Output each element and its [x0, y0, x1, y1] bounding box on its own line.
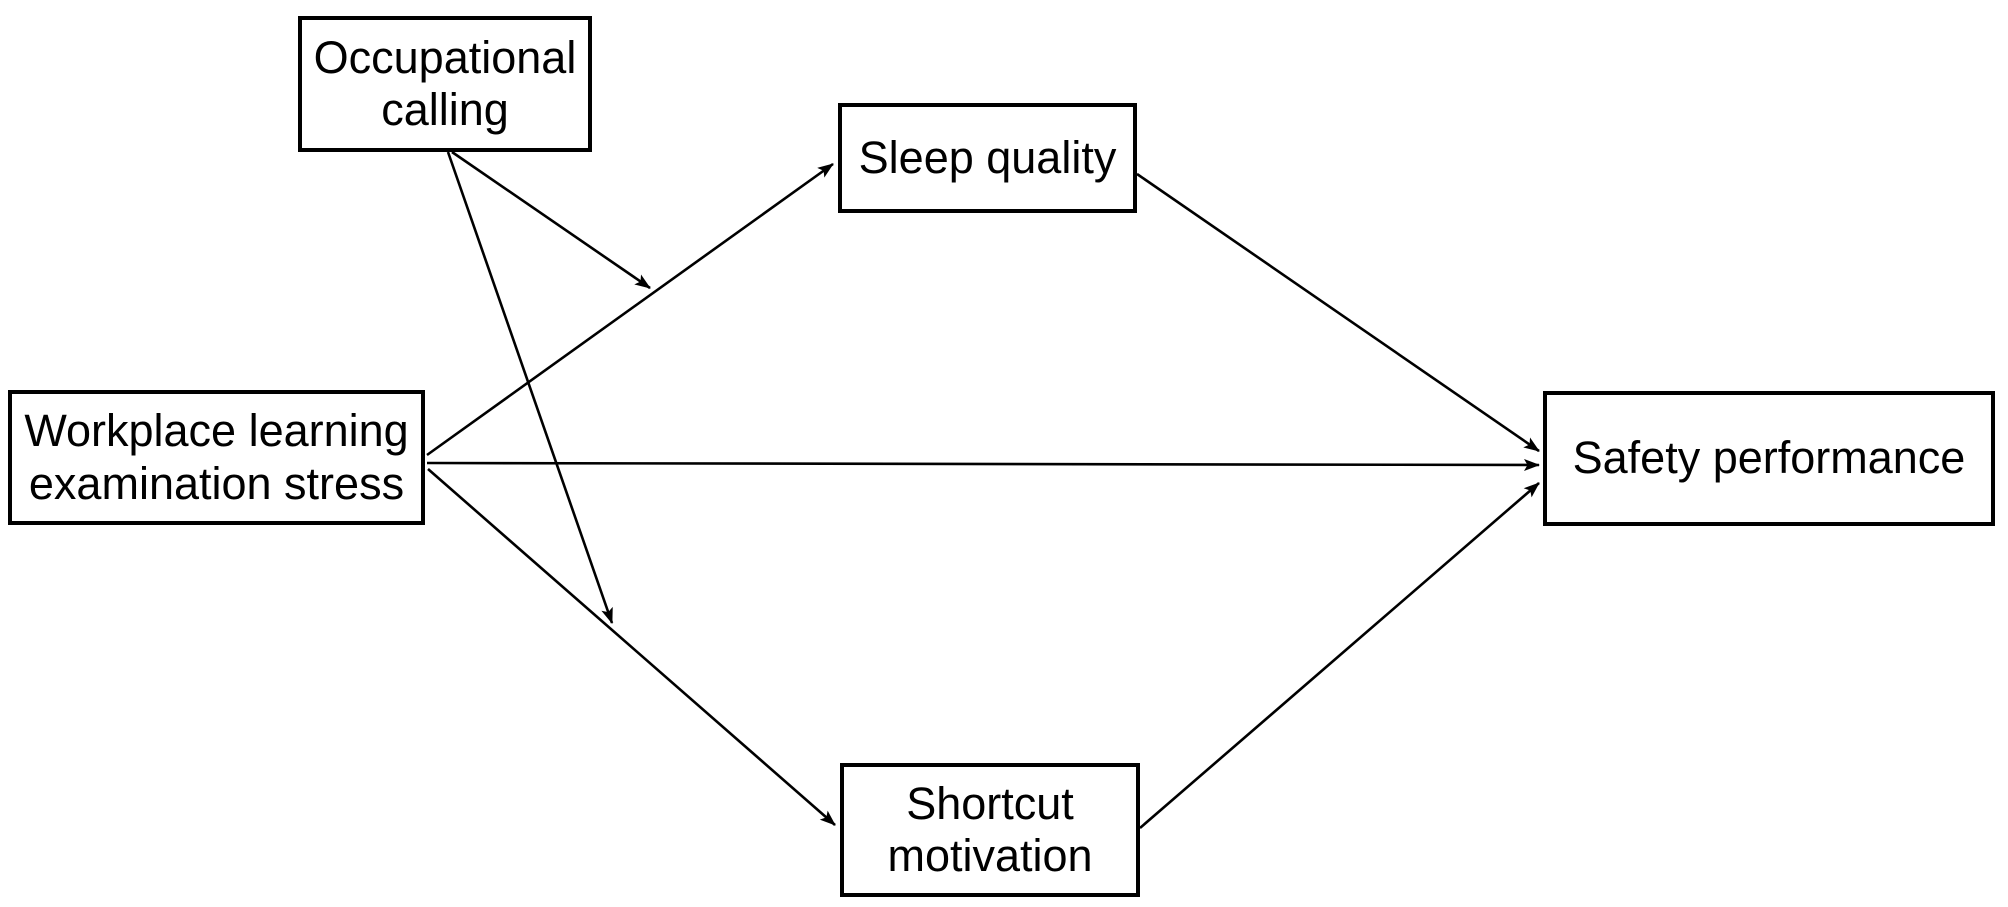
edge-shortcut-motivation-to-safety-performance: [1139, 482, 1540, 829]
edge-stress-to-safety-performance: [426, 458, 1540, 471]
node-occupational-calling: Occupational calling: [298, 16, 592, 152]
node-shortcut-motivation: Shortcut motivation: [840, 763, 1140, 897]
edge-occupational-calling-moderates-stress-sleep-path: [451, 150, 651, 290]
node-sleep-quality-label: Sleep quality: [858, 131, 1117, 183]
node-safety-performance: Safety performance: [1543, 391, 1995, 526]
edge-stress-to-shortcut-motivation: [427, 468, 836, 826]
edge-occupational-calling-moderates-stress-shortcut-path: [446, 151, 614, 624]
edge-sleep-quality-to-safety-performance: [1136, 172, 1540, 453]
node-sleep-quality: Sleep quality: [838, 103, 1137, 213]
node-occupational-calling-label: Occupational calling: [313, 31, 577, 135]
node-workplace-learning-examination-stress: Workplace learning examination stress: [8, 390, 425, 525]
node-workplace-stress-label: Workplace learning examination stress: [24, 405, 409, 509]
node-shortcut-motivation-label: Shortcut motivation: [887, 777, 1093, 881]
node-safety-performance-label: Safety performance: [1572, 432, 1966, 484]
edge-stress-to-sleep-quality: [426, 162, 834, 457]
